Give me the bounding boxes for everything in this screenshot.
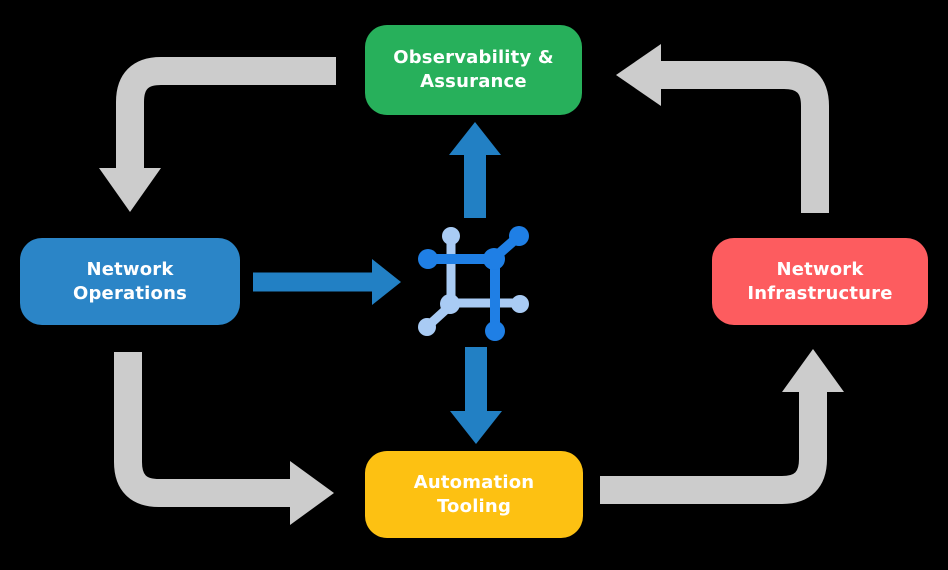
arrowhead-up-icon: [782, 349, 844, 392]
cycle-arrow-operations-to-automation: [114, 352, 334, 525]
cycle-arrow-infrastructure-to-observability: [616, 44, 829, 213]
arrowhead-down-icon: [450, 411, 502, 444]
arrowhead-up-icon: [449, 122, 501, 155]
flow-arrow-center-to-observability: [449, 122, 501, 218]
cycle-arrow-automation-to-infrastructure: [600, 349, 844, 504]
node-observability-assurance: Observability & Assurance: [365, 25, 582, 115]
flow-arrow-center-to-automation: [450, 347, 502, 444]
arrowhead-right-icon: [290, 461, 334, 525]
node-network-infrastructure: Network Infrastructure: [712, 238, 928, 325]
network-mesh-icon-secondary: [418, 227, 529, 336]
network-mesh-icon-primary: [418, 226, 529, 341]
node-automation-tooling: Automation Tooling: [365, 451, 583, 538]
node-network-operations: Network Operations: [20, 238, 240, 325]
arrowhead-down-icon: [99, 168, 161, 212]
cycle-arrow-observability-to-operations: [99, 57, 336, 212]
flow-arrow-operations-to-center: [253, 259, 401, 305]
arrowhead-left-icon: [616, 44, 661, 106]
network-mesh-icon: [418, 226, 529, 341]
arrowhead-right-icon: [372, 259, 401, 305]
